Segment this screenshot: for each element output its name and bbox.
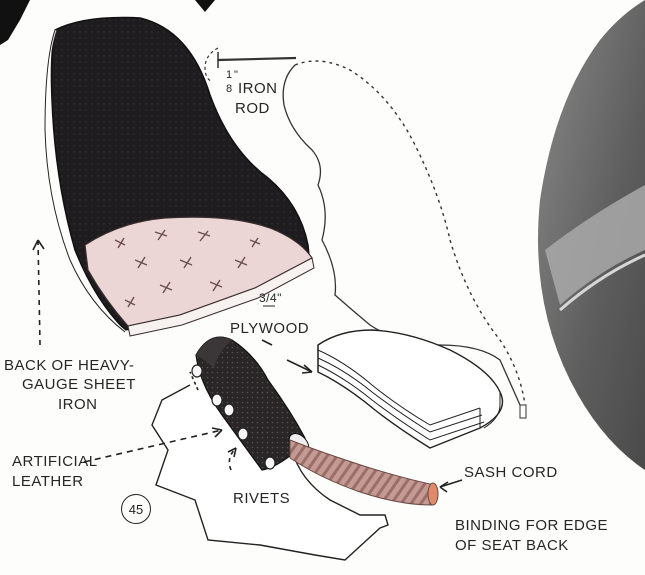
- rivet-1: [192, 365, 202, 377]
- corner-fragment-top: [195, 0, 215, 12]
- rod-fraction-bottom: 8: [226, 84, 233, 95]
- label-iron-back: IRON: [58, 396, 98, 414]
- rod-fraction-top: 1: [226, 70, 233, 81]
- label-plywood: PLYWOOD: [230, 320, 309, 338]
- label-sash-cord: SASH CORD: [464, 464, 558, 482]
- label-gauge-sheet: GAUGE SHEET: [22, 376, 136, 394]
- figure-number: 45: [121, 494, 151, 524]
- cord-leader: [440, 480, 462, 487]
- plywood-seat: [318, 330, 503, 448]
- label-rod: ROD: [235, 100, 270, 118]
- label-artificial: ARTIFICIAL: [12, 453, 98, 471]
- plywood-leader: [262, 340, 272, 345]
- rivet-5: [265, 457, 275, 469]
- rivet-4: [238, 428, 248, 440]
- back-leader: [38, 240, 40, 345]
- corner-fragment: [0, 0, 30, 45]
- label-rivets: RIVETS: [233, 490, 290, 508]
- label-back-of-heavy: BACK OF HEAVY-: [4, 357, 134, 375]
- background-wheel: [538, 0, 645, 470]
- plywood-fraction: 3/4": [259, 292, 282, 304]
- label-iron: IRON: [238, 80, 278, 98]
- rivet-3: [224, 404, 234, 416]
- rivet-2: [212, 394, 222, 406]
- label-binding-line2: OF SEAT BACK: [455, 537, 569, 555]
- label-binding-line1: BINDING FOR EDGE: [455, 517, 608, 535]
- iron-rod: [205, 48, 296, 82]
- label-leather: LEATHER: [12, 473, 84, 491]
